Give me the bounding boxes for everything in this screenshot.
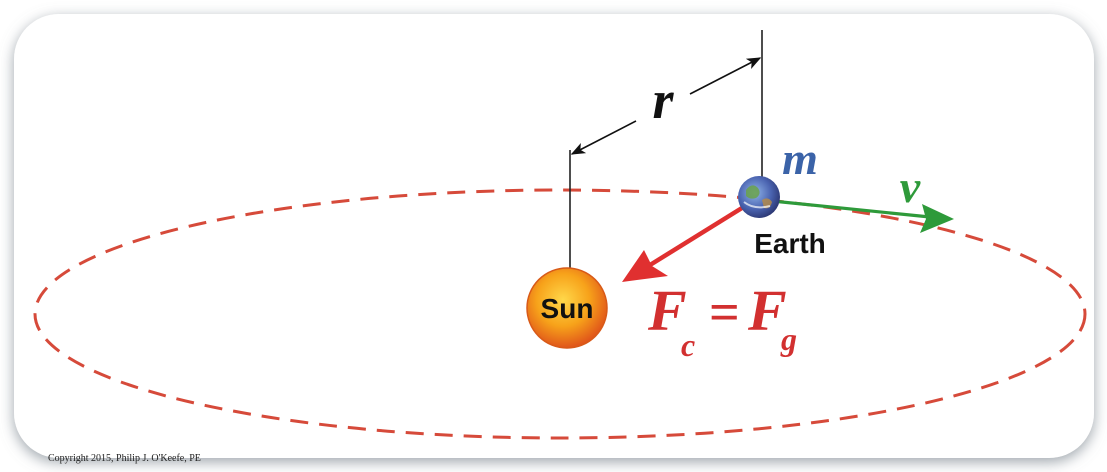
gravitational-force-subscript: g — [780, 321, 797, 357]
force-arrow-shaft — [648, 201, 752, 267]
equals-sign: = — [709, 282, 740, 342]
r-arrow-right — [689, 57, 762, 95]
gravitational-force-symbol: F — [747, 278, 787, 343]
velocity-arrowhead — [920, 204, 954, 233]
r-arrow-left — [570, 120, 637, 155]
sun-label: Sun — [541, 293, 594, 324]
velocity-label: v — [900, 161, 921, 212]
sun-icon — [526, 267, 608, 349]
rounded-frame — [14, 14, 1094, 458]
earth-icon — [738, 176, 780, 218]
earth-label: Earth — [754, 228, 826, 259]
velocity-arrow-shaft — [771, 199, 931, 219]
copyright-notice: Copyright 2015, Philip J. O'Keefe, PE — [48, 453, 201, 464]
radius-label: r — [652, 70, 674, 130]
force-equation: F c = F g — [647, 278, 797, 363]
force-arrowhead — [622, 250, 668, 282]
centripetal-force-symbol: F — [647, 278, 687, 343]
orbit-path — [33, 188, 1087, 440]
mass-label: m — [782, 133, 818, 184]
centripetal-force-subscript: c — [681, 327, 695, 363]
